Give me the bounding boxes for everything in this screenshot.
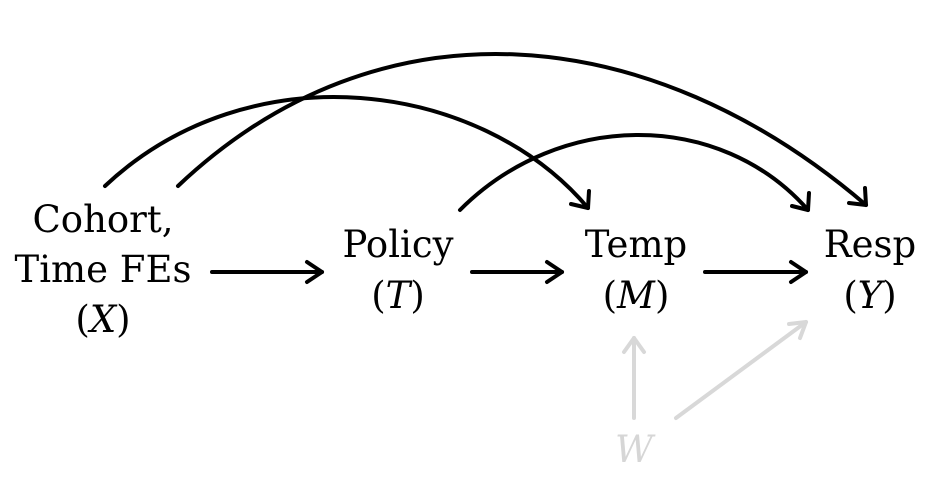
node-x-symbol: (X) — [75, 298, 130, 341]
edge-x-to-t — [210, 260, 324, 284]
edge-x-to-m — [103, 95, 591, 210]
edges — [103, 52, 868, 420]
node-y-symbol-var: Y — [858, 274, 886, 317]
edge-w-to-m — [622, 336, 646, 420]
node-x-line2: Time FEs — [15, 248, 192, 291]
node-x-line1: Cohort, — [32, 198, 173, 241]
edge-t-to-y — [458, 133, 811, 212]
node-w: W — [615, 428, 656, 471]
node-m-symbol-var: M — [616, 274, 656, 317]
node-t-line1: Policy — [343, 223, 454, 266]
node-y: Resp (Y) — [824, 223, 916, 317]
node-t-symbol-var: T — [386, 274, 413, 317]
node-x-symbol-var: X — [87, 298, 118, 341]
node-w-symbol: W — [615, 428, 656, 471]
node-y-line1: Resp — [824, 223, 916, 266]
edge-t-to-m — [470, 260, 564, 284]
node-m-symbol: (M) — [603, 274, 670, 317]
node-m: Temp (M) — [585, 223, 687, 317]
edge-w-to-y — [674, 320, 808, 420]
edge-m-to-y — [703, 260, 808, 284]
node-t: Policy (T) — [343, 223, 454, 317]
node-m-line1: Temp — [585, 223, 687, 266]
edge-x-to-y — [176, 52, 868, 207]
node-y-symbol: (Y) — [843, 274, 896, 317]
node-x: Cohort, Time FEs (X) — [15, 198, 192, 341]
node-t-symbol: (T) — [371, 274, 425, 317]
